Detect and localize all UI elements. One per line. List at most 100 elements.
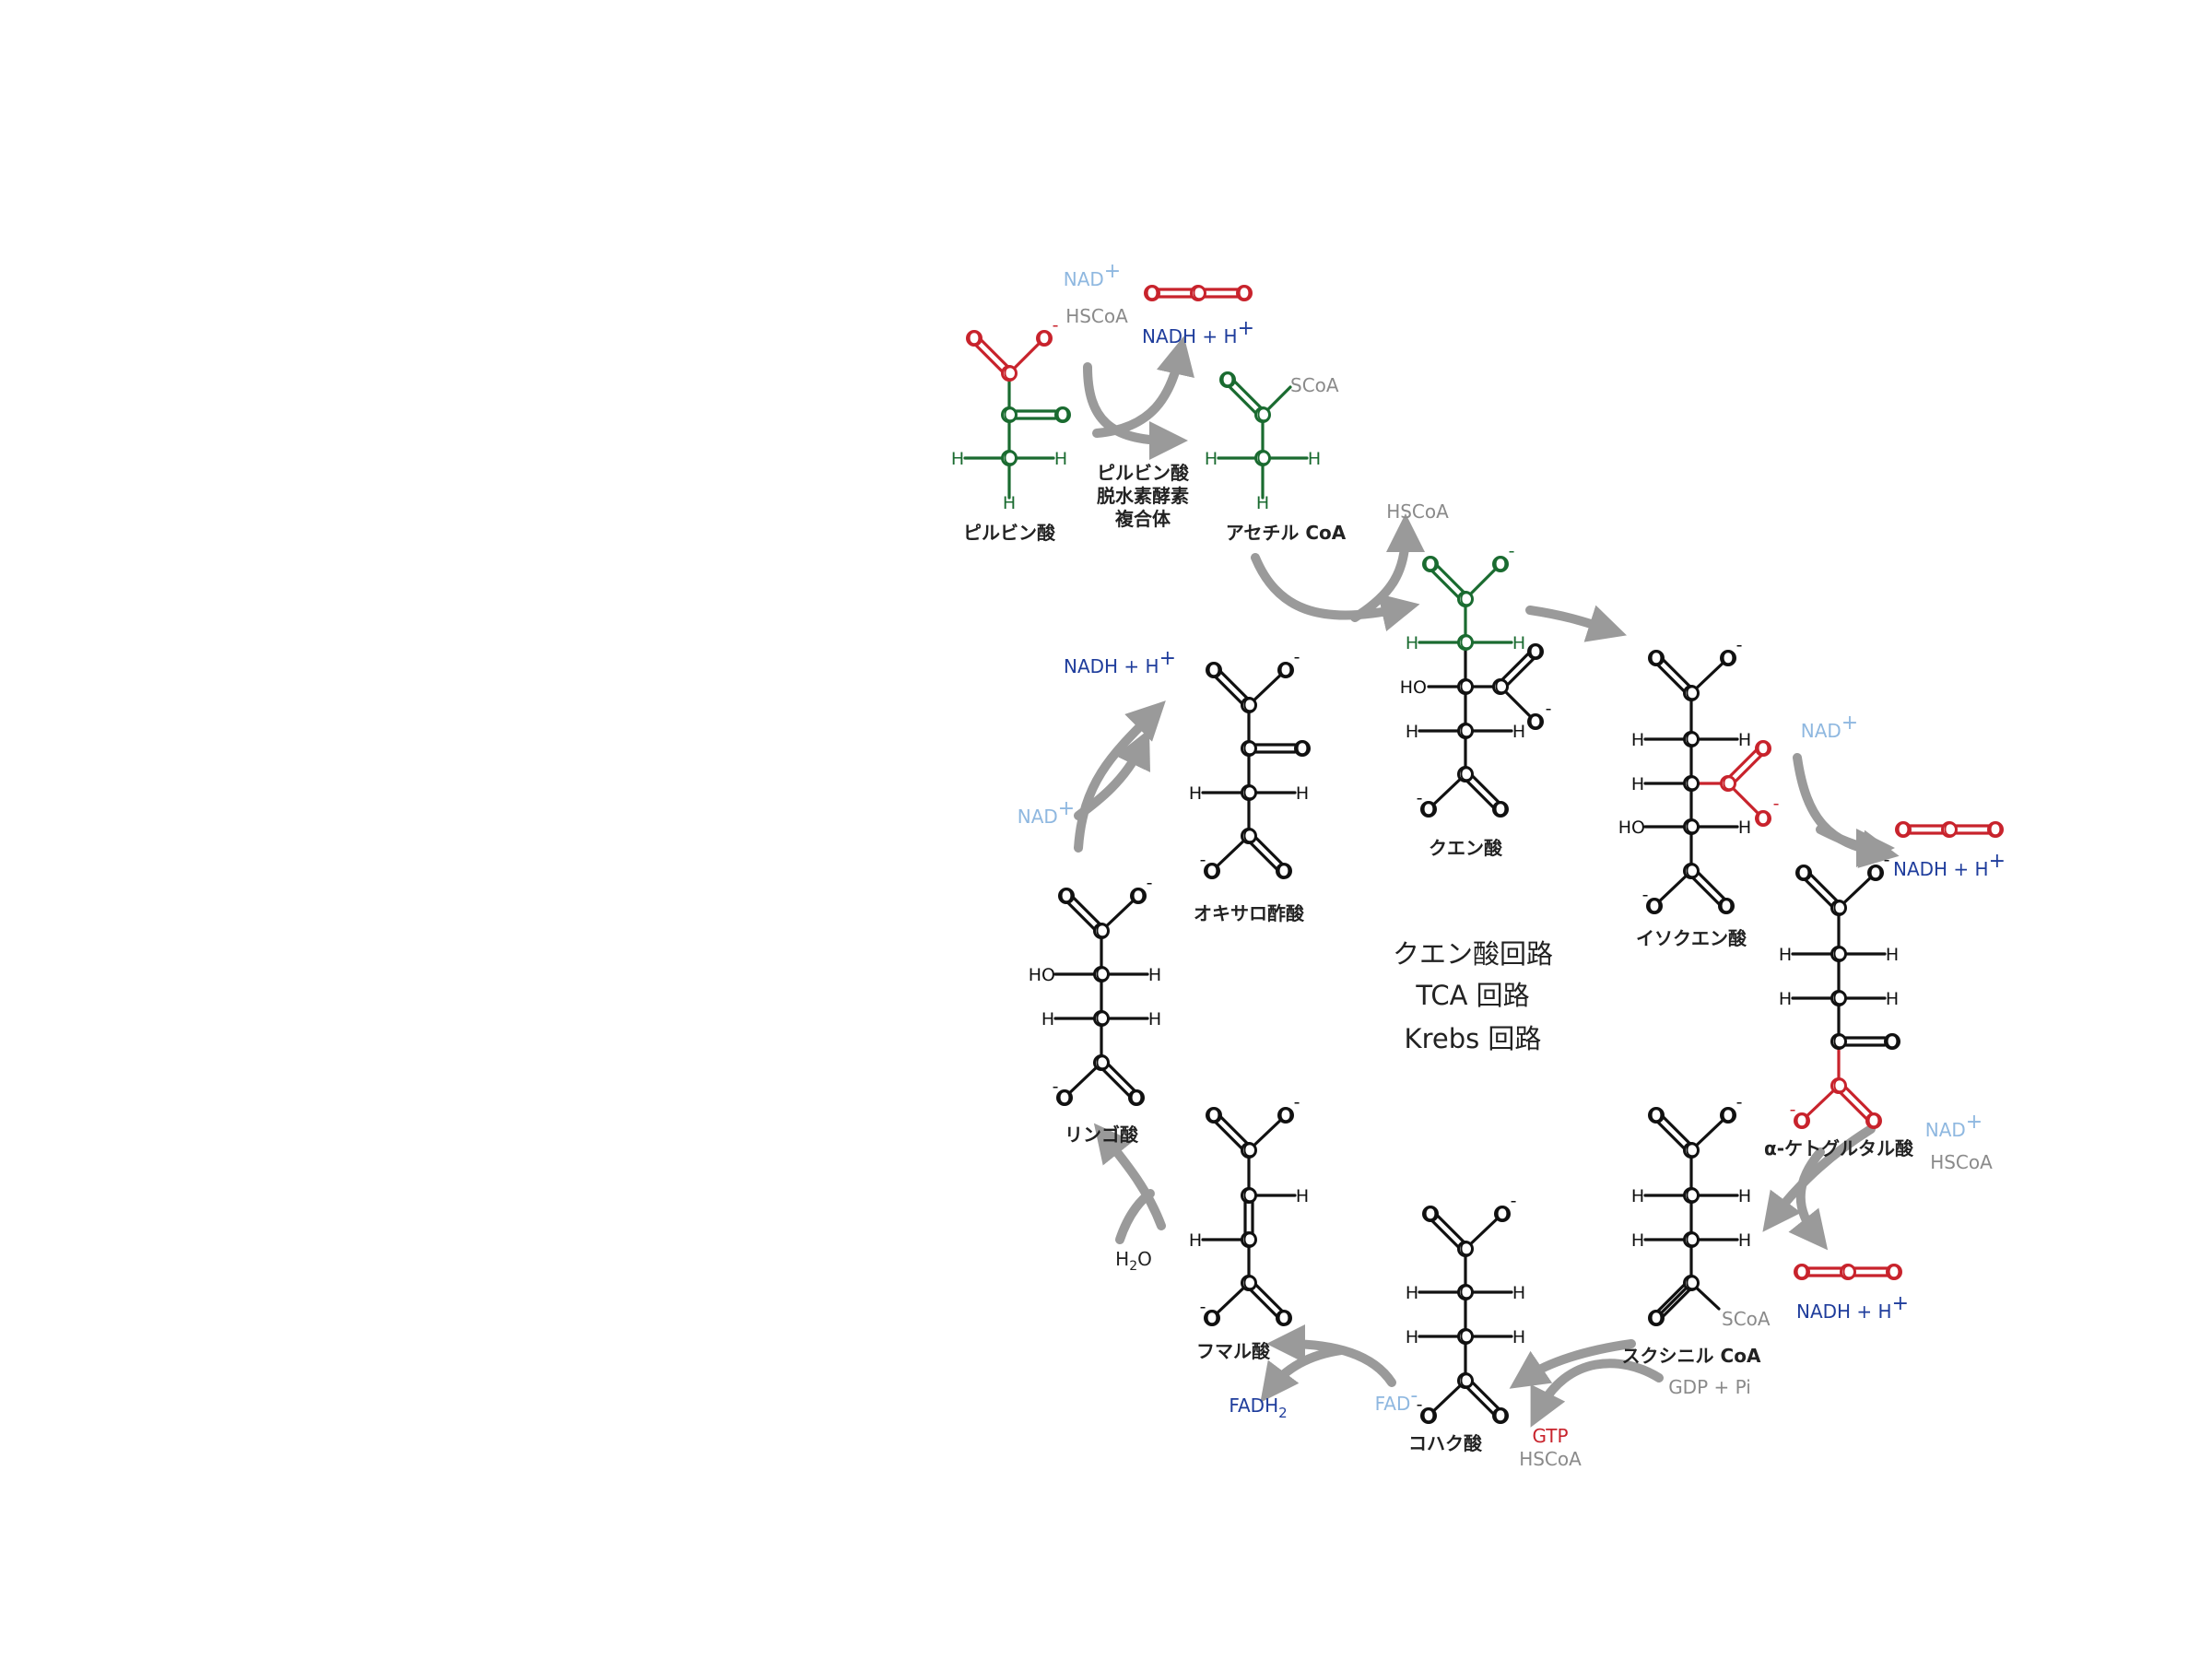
hydrogen-atom: H (1041, 1009, 1054, 1030)
arrow-pdh-branch (1092, 335, 1194, 438)
caption-succinyl-coa: スクシニル CoA (1622, 1345, 1761, 1367)
carbon-atom: C (1256, 406, 1268, 426)
carbon-atom: C (1003, 449, 1015, 469)
double-bond-line (1461, 775, 1500, 814)
oxygen-atom: O (1132, 887, 1146, 907)
atom-circle (1254, 406, 1271, 423)
nadh-idh-text: NADH + H (1893, 858, 1989, 880)
arrow-citrate-synthase (1251, 553, 1420, 632)
oxygen-atom: O (1886, 1032, 1900, 1053)
oxygen-atom: O (1650, 649, 1664, 669)
gtp-label: GTP (1532, 1425, 1568, 1447)
double-bond-line (1062, 897, 1100, 935)
oxygen-atom: O (1277, 1309, 1291, 1329)
nad-plus-idh-sup: + (1841, 712, 1858, 735)
bond-line (1210, 1281, 1251, 1320)
nad-plus-akgdh-sup: + (1966, 1111, 1983, 1134)
arrow-idh-branch (1816, 825, 1895, 867)
atom-label: H (1308, 449, 1321, 469)
atom-circle (1457, 634, 1474, 651)
atom-label: H (1205, 449, 1218, 469)
carbon-atom: C (1685, 684, 1697, 704)
h2o-h: H (1115, 1248, 1129, 1270)
atom-circle (1457, 591, 1474, 607)
double-bond-line (1250, 1278, 1288, 1317)
co2-oxygen (1886, 1264, 1902, 1280)
oxygen-atom: O (1296, 739, 1310, 759)
carbon-atom: C (1459, 1283, 1471, 1303)
carbon-atom: C (1685, 862, 1697, 882)
hydrogen-atom: H (1189, 783, 1202, 804)
carbon-atom: C (1459, 1371, 1471, 1392)
nad-plus-pdh-sup: + (1104, 260, 1121, 283)
carbon-atom: C (1832, 1077, 1844, 1097)
atom-circle (1648, 1310, 1665, 1326)
atom-circle (1001, 406, 1018, 423)
arrow-sdh-branch (1260, 1346, 1346, 1403)
atom-circle (1241, 1142, 1257, 1159)
carbon-atom: C (1242, 1274, 1254, 1294)
oxygen-atom: O (1424, 1205, 1438, 1225)
nadh-mdh-text: NADH + H (1064, 655, 1159, 677)
double-bond-line (1799, 874, 1838, 912)
atom-circle (1830, 1077, 1847, 1094)
carbon-atom: C (1685, 818, 1697, 838)
fad-text: FAD (1375, 1393, 1411, 1415)
charge-minus: - (1294, 1092, 1300, 1112)
carbon-atom: C (1242, 783, 1254, 804)
carbon-atom: C (1832, 1032, 1844, 1053)
atom-circle (1128, 1089, 1145, 1106)
hydrogen-atom: H (1406, 1283, 1418, 1303)
enzyme-name-line1: ピルビン酸 (1097, 462, 1190, 484)
arrow-fumarase-h2o (1115, 1189, 1155, 1244)
double-bond-line (1496, 647, 1535, 686)
hydrogen-atom: H (1406, 722, 1418, 742)
arrow-sdh-main (1266, 1324, 1396, 1387)
charge-minus: - (1417, 788, 1423, 808)
hscoa-citrate-synthase: HSCoA (1386, 500, 1449, 523)
atom-circle (1457, 723, 1474, 739)
double-bond-line (1244, 1284, 1283, 1323)
oxygen-atom: O (1757, 739, 1771, 759)
co2-o-label: O (1888, 1263, 1901, 1283)
bond-line (1427, 772, 1467, 811)
hydrogen-atom: H (1512, 722, 1525, 742)
nadh-idh: NADH + H+ (1893, 850, 2006, 880)
arrow-group (1074, 335, 1900, 1428)
bond-line (1689, 1113, 1730, 1152)
double-bond-line (1097, 1064, 1135, 1102)
atom-circle (1457, 1372, 1474, 1389)
atom-circle (1683, 818, 1700, 835)
carbon-atom: C (1242, 1141, 1254, 1161)
atom-circle (1241, 784, 1257, 801)
atom-label: H (1406, 633, 1418, 653)
oxygen-atom: O (1207, 1106, 1221, 1126)
bond-line (1247, 668, 1288, 707)
hscoa-pdh: HSCoA (1065, 305, 1128, 327)
carbon-atom: C (1685, 1186, 1697, 1206)
oxygen-atom: O (1206, 1309, 1219, 1329)
atom-circle (1527, 713, 1544, 730)
hscoa-scs: HSCoA (1519, 1448, 1582, 1470)
atom-circle (1492, 1407, 1509, 1424)
nadh-akgdh-sup: + (1892, 1292, 1909, 1315)
atom-circle (1755, 740, 1771, 757)
oxygen-atom: O (1422, 800, 1436, 820)
scoa-label: SCoA (1722, 1308, 1771, 1330)
carbon-atom: C (1832, 899, 1844, 919)
double-bond-line (1250, 831, 1288, 870)
arrow-mdh-branch (1074, 729, 1150, 820)
atom-circle (1206, 1107, 1222, 1124)
double-bond-line (1431, 559, 1470, 598)
atom-circle (1865, 1112, 1882, 1129)
oxygen-atom: O (1867, 1112, 1881, 1132)
carbon-atom: C (1494, 677, 1506, 698)
caption-fumarate: フマル酸 (1196, 1340, 1271, 1362)
atom-circle (1093, 923, 1110, 939)
oxygen-atom: O (1494, 1406, 1508, 1427)
atom-circle (1219, 371, 1236, 388)
carbon-atom: C (1685, 1230, 1697, 1251)
